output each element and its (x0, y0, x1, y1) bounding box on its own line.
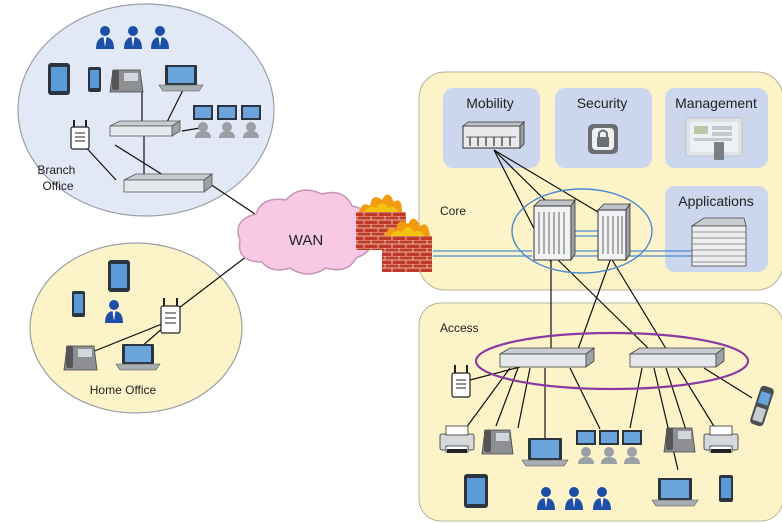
smartphone-icon (719, 475, 733, 502)
management-console-icon (685, 117, 743, 160)
person-icon (96, 26, 169, 49)
switch-icon (109, 120, 182, 137)
access-point-icon (70, 120, 90, 150)
mobility-label: Mobility (466, 95, 513, 111)
access-ring (474, 331, 750, 391)
branch-office-region (17, 3, 275, 217)
wan-label: WAN (289, 232, 323, 249)
tablet-icon (48, 63, 70, 95)
laptop-icon (158, 65, 204, 92)
core-ring (511, 188, 653, 274)
lock-icon (588, 124, 618, 154)
wireless-handset-icon (750, 385, 774, 427)
printer-icon (703, 425, 739, 453)
workstation-icon (576, 430, 642, 464)
desk-phone-icon (663, 427, 696, 453)
core-switch-icon (533, 198, 576, 262)
smartphone-icon (88, 67, 101, 92)
firewall-icon (382, 218, 432, 272)
laptop-icon (115, 344, 161, 371)
smartphone-icon (72, 291, 85, 317)
desk-phone-icon (481, 429, 514, 455)
access-point-icon (160, 298, 181, 334)
printer-icon (439, 425, 475, 453)
workstation-icon (193, 105, 261, 138)
cloud-icon (237, 189, 372, 275)
switch-icon (628, 347, 726, 368)
security-label: Security (577, 95, 628, 111)
branch-office-label: Branch Office (37, 163, 78, 193)
applications-label: Applications (678, 193, 754, 209)
home-office-label: Home Office (90, 383, 157, 397)
controller-icon (461, 121, 525, 149)
desk-phone-icon (109, 69, 144, 93)
management-label: Management (675, 95, 757, 111)
laptop-icon (521, 438, 569, 467)
core-links (433, 230, 692, 257)
access-point-icon (451, 365, 471, 398)
router-icon (123, 173, 214, 193)
access-label: Access (440, 321, 479, 335)
tablet-icon (108, 260, 130, 292)
laptop-icon (651, 478, 699, 507)
core-label: Core (440, 204, 466, 218)
tablet-icon (464, 474, 488, 508)
switch-icon (498, 347, 596, 368)
person-icon (537, 487, 611, 510)
core-switch-icon (597, 202, 631, 262)
home-office-region (29, 242, 243, 414)
desk-phone-icon (63, 345, 98, 371)
server-icon (690, 217, 747, 267)
connection-lines (81, 87, 753, 471)
